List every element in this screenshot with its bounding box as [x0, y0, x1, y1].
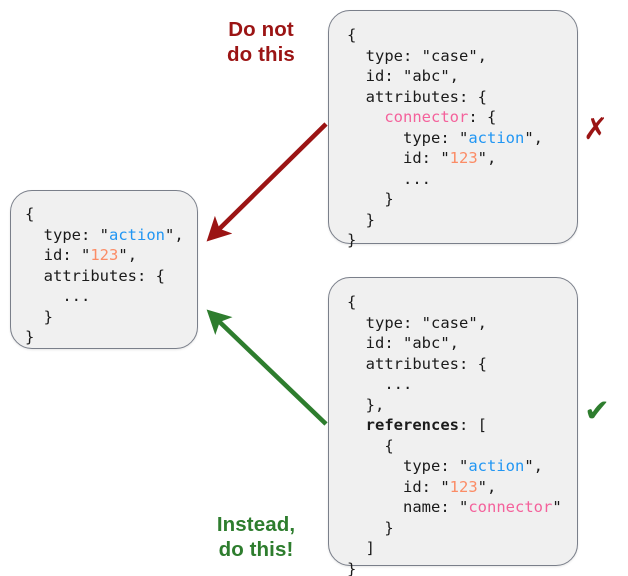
good-arrow	[206, 309, 328, 426]
code-line: id: "123",	[25, 246, 138, 264]
code-line: connector: {	[384, 108, 497, 126]
code-line: type: "case",	[347, 46, 487, 65]
code-line: type: "action",	[25, 225, 184, 244]
action-document-box: { type: "action", id: "123", attributes:…	[10, 190, 198, 349]
code-line: ]	[347, 539, 375, 557]
action-document-code: { type: "action", id: "123", attributes:…	[11, 191, 197, 348]
code-line: }	[347, 190, 394, 208]
code-line: }	[347, 231, 357, 249]
code-line: id: "abc",	[347, 67, 459, 85]
instead-do-this-label: Instead, do this!	[216, 513, 296, 561]
code-line: ...	[25, 287, 91, 305]
code-line: attributes: {	[347, 354, 487, 373]
code-line: {	[347, 293, 357, 311]
code-line: {	[347, 26, 357, 44]
references-document-code: { type: "case", id: "abc", attributes: {…	[329, 278, 577, 576]
code-line: }	[347, 210, 375, 229]
code-line: id: "abc",	[347, 334, 459, 352]
code-line: references: [	[365, 416, 487, 434]
code-line: type: "action",	[347, 128, 544, 147]
cross-mark-icon: ✗	[583, 112, 609, 147]
code-line: }	[347, 559, 357, 576]
code-line: name: "connector"	[347, 498, 562, 516]
code-line: attributes: {	[25, 266, 165, 285]
code-line: {	[347, 436, 394, 455]
embedded-connector-document-box: { type: "case", id: "abc", attributes: {…	[328, 10, 578, 249]
check-mark-icon: ✔	[584, 393, 610, 429]
embedded-connector-document-code: { type: "case", id: "abc", attributes: {…	[329, 11, 577, 251]
code-line: attributes: {	[347, 87, 487, 106]
code-line: type: "action",	[347, 457, 544, 475]
code-line: }	[25, 328, 35, 346]
code-line: }	[347, 518, 394, 537]
bad-arrow	[206, 122, 328, 242]
code-line: type: "case",	[347, 313, 487, 332]
code-line: ...	[347, 169, 431, 188]
code-line: },	[347, 395, 385, 414]
code-line: }	[25, 307, 53, 326]
do-not-do-this-label: Do not do this	[227, 18, 295, 66]
code-line: id: "123",	[347, 149, 497, 167]
references-document-box: { type: "case", id: "abc", attributes: {…	[328, 277, 578, 576]
code-line: id: "123",	[347, 477, 497, 496]
code-line: ...	[347, 375, 413, 393]
code-line: {	[25, 205, 35, 223]
